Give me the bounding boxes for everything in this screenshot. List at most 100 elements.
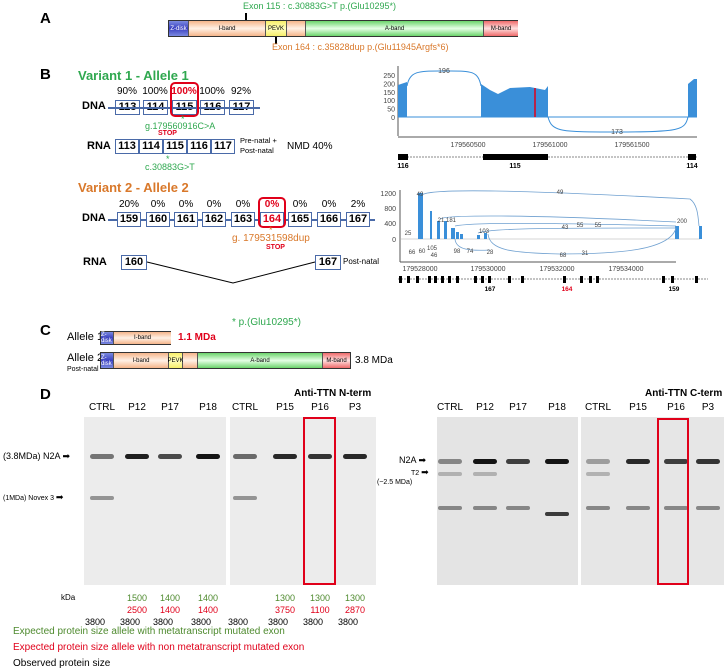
junction-label: 46 <box>431 253 438 259</box>
v2-exon-percent: 2% <box>350 199 366 210</box>
panel-d-label: D <box>40 386 51 403</box>
exon-block <box>688 154 696 160</box>
y-tick-label: 100 <box>383 98 395 105</box>
exon-block <box>662 276 665 283</box>
v2-dna-exon: 164 <box>260 212 284 227</box>
v1-rna-exon: 117 <box>211 139 235 154</box>
lane-label-nterm: CTRL <box>231 402 259 413</box>
marker-novex-text: (1MDa) Novex 3 <box>3 495 54 502</box>
band-lower <box>438 506 462 510</box>
variant1-title: Variant 1 - Allele 1 <box>78 68 189 83</box>
junction-label: 55 <box>577 223 584 229</box>
cterm-title: Anti-TTN C-term <box>645 388 723 399</box>
exon-block <box>448 276 451 283</box>
band-n2a <box>273 454 297 459</box>
a2-m-band: M-band <box>323 353 350 368</box>
expected-metatranscript: 1400 <box>159 593 181 603</box>
junction-label: 181 <box>446 218 457 224</box>
allele1-size: 1.1 MDa <box>178 332 216 343</box>
observed-size: 3800 <box>119 617 141 627</box>
v1-rna-timing: Pre-natal + Post-natal <box>240 136 277 155</box>
panel-b-label: B <box>40 66 51 83</box>
i-band-domain: I-band <box>189 21 266 36</box>
coverage-peak <box>451 228 455 239</box>
band-lower <box>696 506 720 510</box>
x-tick-label: 179534000 <box>608 266 643 273</box>
a2-i-band-2 <box>183 353 198 368</box>
v1-genomic-variant: g.179560916C>A <box>145 121 216 131</box>
coverage-exon-115 <box>481 84 548 117</box>
legend-metatranscript: Expected protein size allele with metatr… <box>13 626 285 637</box>
v2-exon-percent: 0% <box>206 199 222 210</box>
v1-exon-percent: 90% <box>116 86 137 97</box>
variant2-annotation: Exon 164 : c.35828dup p.(Glu11945Argfs*6… <box>272 42 449 52</box>
exon-block <box>671 276 674 283</box>
kda-label: kDa <box>61 593 76 602</box>
junction-label: 68 <box>560 253 567 259</box>
v2-dna-exon: 160 <box>146 212 170 227</box>
band-t2 <box>438 472 462 476</box>
v2-dna-exon: 161 <box>174 212 198 227</box>
allele2-sublabel: Post-natal <box>67 366 99 373</box>
gel-cterm-1 <box>437 417 578 585</box>
band-t2 <box>586 472 610 476</box>
observed-size: 3800 <box>84 617 106 627</box>
lane-label-cterm: CTRL <box>436 402 464 413</box>
expected-non-metatranscript: 1400 <box>197 605 219 615</box>
v2-dna-exon: 162 <box>202 212 226 227</box>
junction-arc-173 <box>547 116 689 133</box>
exon-block <box>428 276 431 283</box>
band-n2a <box>506 459 530 464</box>
a1-z-disk: Z-disk <box>101 332 114 344</box>
arrow-right-icon: ➡ <box>418 455 427 465</box>
v2-exon-percent: 0% <box>235 199 251 210</box>
marker-n2a-left-text: (3.8MDa) N2A <box>3 451 61 461</box>
exon-block <box>407 276 410 283</box>
lane-label-cterm: P17 <box>509 402 527 413</box>
y-tick-label: 50 <box>387 107 395 114</box>
junction-label: 98 <box>454 249 461 255</box>
expected-non-metatranscript: 1400 <box>159 605 181 615</box>
lane-label-nterm: P18 <box>199 402 217 413</box>
coverage-peak <box>456 232 459 239</box>
allele1-label: Allele 1 <box>67 331 104 343</box>
exon-block <box>580 276 583 283</box>
v1-stop: STOP <box>158 130 177 137</box>
v1-rna-exon: 114 <box>139 139 163 154</box>
a2-pevk: PEVK <box>168 353 184 368</box>
junction-label: 60 <box>419 249 426 255</box>
observed-size: 3800 <box>152 617 174 627</box>
exon-block <box>488 276 491 283</box>
v1-exon-percent: 100% <box>199 86 225 97</box>
y-tick-label: 0 <box>392 237 396 244</box>
v2-exon-percent: 0% <box>150 199 166 210</box>
allele1-bar: Z-disk I-band <box>100 331 171 345</box>
expected-metatranscript: 1500 <box>126 593 148 603</box>
exon-block <box>399 276 402 283</box>
gel-nterm-1 <box>84 417 226 585</box>
expected-non-metatranscript: 3750 <box>274 605 296 615</box>
exon-block <box>456 276 459 283</box>
v2-dna-exon: 165 <box>288 212 312 227</box>
arrow-right-icon: ➡ <box>62 451 71 461</box>
junction-arc <box>477 227 677 234</box>
exon-block <box>474 276 477 283</box>
v1-rna-exon: 116 <box>187 139 211 154</box>
band-n2a <box>233 454 257 459</box>
marker-n2a-left: (3.8MDa) N2A ➡ <box>3 451 70 462</box>
v2-asterisk: * <box>269 225 273 235</box>
v2-exon-percent: 0% <box>178 199 194 210</box>
v2-rna-label: RNA <box>83 256 107 268</box>
v2-dna-exon: 167 <box>346 212 370 227</box>
arrow-right-icon: ➡ <box>421 467 429 477</box>
v2-exon-percent: 20% <box>118 199 139 210</box>
y-tick-label: 150 <box>383 90 395 97</box>
v2-stop: STOP <box>266 244 285 251</box>
marker-t2-text: T2 <box>411 470 420 477</box>
c-annotation: * p.(Glu10295*) <box>232 317 301 328</box>
v2-dna-label: DNA <box>82 212 106 224</box>
expected-metatranscript: 1300 <box>309 593 331 603</box>
exon-block <box>695 276 698 283</box>
coverage-peak <box>430 211 432 239</box>
exon-block <box>441 276 444 283</box>
